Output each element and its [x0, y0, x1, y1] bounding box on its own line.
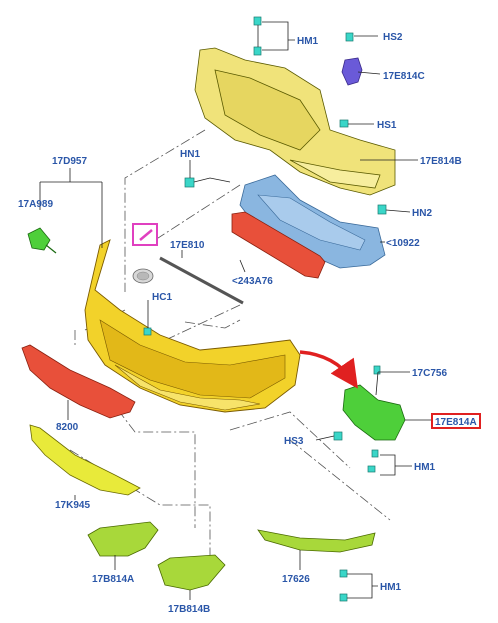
fasteners — [143, 16, 387, 602]
label-hm1-bot: HM1 — [380, 582, 402, 593]
label-hn1: HN1 — [180, 149, 200, 160]
label-hs1: HS1 — [377, 120, 397, 131]
bracket-clip-purple — [341, 57, 363, 86]
label-hs2: HS2 — [383, 32, 403, 43]
label-243a76: <243A76 — [232, 276, 273, 287]
label-17e814c: 17E814C — [383, 71, 425, 82]
lower-grille — [21, 344, 136, 419]
callout-arrow — [299, 350, 358, 389]
trim-strip — [159, 256, 244, 305]
label-17a989: 17A989 — [18, 199, 53, 210]
highlight-box-red — [431, 413, 481, 429]
label-10922: <10922 — [386, 238, 420, 249]
side-bracket — [342, 384, 406, 441]
label-hm1-top: HM1 — [297, 36, 319, 47]
highlight-arrow-pink — [139, 229, 153, 241]
part-labels: HM1 HS2 17E814C HS1 HN1 17E814B 17D957 1… — [18, 32, 477, 615]
upper-energy-absorber — [194, 47, 396, 196]
highlight-box-pink — [132, 223, 158, 246]
lower-absorber-strip — [231, 211, 326, 279]
bumper-cover — [84, 239, 301, 413]
label-hm1-mid: HM1 — [414, 462, 436, 473]
label-17e814a: 17E814A — [435, 417, 477, 428]
fog-lamp-bezel-right — [157, 554, 226, 591]
leader-lines — [39, 21, 432, 600]
label-hs3: HS3 — [284, 436, 304, 447]
sensor-part — [27, 227, 57, 254]
label-17626: 17626 — [282, 574, 310, 585]
label-17k945: 17K945 — [55, 500, 90, 511]
label-hc1: HC1 — [152, 292, 172, 303]
label-hn2: HN2 — [412, 208, 432, 219]
label-8200: 8200 — [56, 422, 79, 433]
label-17b814b: 17B814B — [168, 604, 210, 615]
label-17d957: 17D957 — [52, 156, 87, 167]
fog-lamp-bezel-left — [87, 521, 159, 557]
lower-spoiler — [257, 529, 376, 553]
label-17e814b: 17E814B — [420, 156, 462, 167]
emblem — [132, 268, 154, 284]
upper-grille — [29, 424, 141, 496]
label-17c756: 17C756 — [412, 368, 447, 379]
label-17b814a: 17B814A — [92, 574, 134, 585]
label-17e810: 17E810 — [170, 240, 205, 251]
